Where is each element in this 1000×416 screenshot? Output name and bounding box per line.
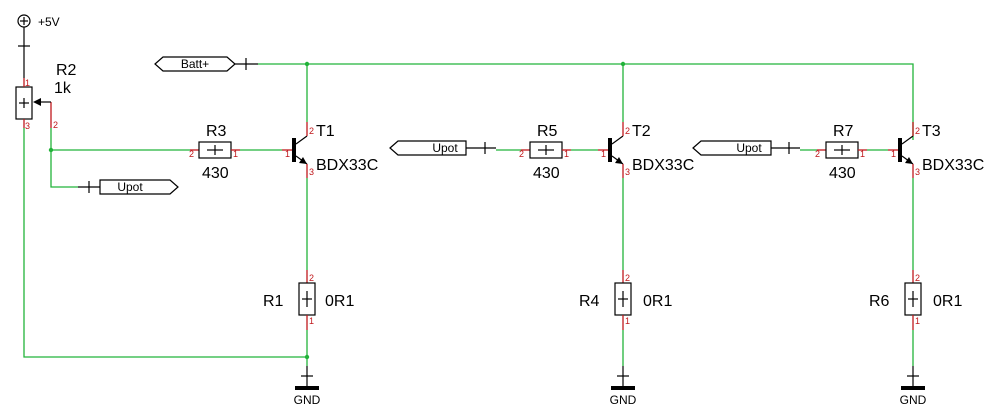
T3-value: BDX33C xyxy=(922,157,984,174)
T3-transistor-symbol[interactable] xyxy=(888,122,914,178)
r2-pin3-return-wire[interactable] xyxy=(23,128,307,358)
T1-value: BDX33C xyxy=(316,157,378,174)
R1-value: 0R1 xyxy=(325,293,354,310)
R2-reference: R2 xyxy=(56,62,77,79)
r2-wiper-wire[interactable] xyxy=(50,128,190,151)
R3-reference: R3 xyxy=(206,123,227,140)
upot-net-label-1[interactable] xyxy=(78,179,179,195)
R4-value: 0R1 xyxy=(643,293,672,310)
R1-reference: R1 xyxy=(263,293,284,310)
junction-dot xyxy=(48,147,54,153)
R4-resistor-symbol[interactable] xyxy=(614,270,632,330)
R4-pin1-number: 1 xyxy=(625,316,630,326)
R4-pin2-number: 2 xyxy=(625,273,630,283)
gnd-symbol-3[interactable] xyxy=(901,366,925,390)
R1-resistor-symbol[interactable] xyxy=(298,270,316,330)
R6-resistor-symbol[interactable] xyxy=(904,270,922,330)
R7-resistor-symbol[interactable] xyxy=(817,141,867,159)
gnd-label-2: GND xyxy=(610,393,637,407)
R2-pin3-number: 3 xyxy=(25,121,30,131)
R6-pin1-number: 1 xyxy=(915,316,920,326)
R5-pin1-number: 1 xyxy=(564,149,569,159)
R7-pin1-number: 1 xyxy=(860,149,865,159)
T2-value: BDX33C xyxy=(632,157,694,174)
T2-reference: T2 xyxy=(632,123,651,140)
T2-pin3-number: 3 xyxy=(625,167,630,177)
T3-pin1-number: 1 xyxy=(891,149,896,159)
R2-pin1-number: 1 xyxy=(25,78,30,88)
R4-reference: R4 xyxy=(579,293,600,310)
R6-value: 0R1 xyxy=(933,293,962,310)
T2-pin1-number: 1 xyxy=(601,149,606,159)
T2-pin2-number: 2 xyxy=(625,126,630,136)
upot-net-text-2: Upot xyxy=(432,141,458,155)
T1-transistor-symbol[interactable] xyxy=(282,122,308,178)
T1-pin2-number: 2 xyxy=(309,126,314,136)
emitter-arrow-icon xyxy=(299,157,307,164)
emitter-arrow-icon xyxy=(615,157,623,164)
wiper-arrow-icon xyxy=(33,98,41,106)
T3-pin3-number: 3 xyxy=(915,167,920,177)
R3-value: 430 xyxy=(202,165,229,182)
T2-transistor-symbol[interactable] xyxy=(598,122,624,178)
upot-feed-wire[interactable] xyxy=(50,150,78,188)
R5-resistor-symbol[interactable] xyxy=(521,141,571,159)
R3-resistor-symbol[interactable] xyxy=(190,141,240,159)
T3-pin2-number: 2 xyxy=(915,126,920,136)
T3-reference: T3 xyxy=(922,123,941,140)
batt-net-text: Batt+ xyxy=(181,57,209,71)
batt-rail-wire[interactable] xyxy=(258,63,914,140)
R3-pin1-number: 1 xyxy=(233,149,238,159)
R5-value: 430 xyxy=(533,165,560,182)
supply-5v-symbol[interactable] xyxy=(17,14,31,78)
R6-pin2-number: 2 xyxy=(915,273,920,283)
R5-reference: R5 xyxy=(537,123,558,140)
gnd-symbol-2[interactable] xyxy=(611,366,635,390)
upot-net-label-3[interactable] xyxy=(692,140,800,156)
gnd-label-1: GND xyxy=(294,393,321,407)
upot-net-text-1: Upot xyxy=(117,180,143,194)
T1-pin1-number: 1 xyxy=(285,149,290,159)
R2-potentiometer-symbol[interactable] xyxy=(15,78,52,128)
gnd-label-3: GND xyxy=(900,393,927,407)
R6-reference: R6 xyxy=(869,293,890,310)
R3-pin2-number: 2 xyxy=(189,149,194,159)
R5-pin2-number: 2 xyxy=(519,149,524,159)
supply-5v-label: +5V xyxy=(38,15,60,29)
T1-pin3-number: 3 xyxy=(309,167,314,177)
R2-value: 1k xyxy=(54,80,72,97)
R7-pin2-number: 2 xyxy=(815,149,820,159)
batt-net-label[interactable] xyxy=(154,56,258,72)
R7-reference: R7 xyxy=(833,123,854,140)
upot-net-text-3: Upot xyxy=(736,141,762,155)
gnd-symbol-1[interactable] xyxy=(295,366,319,390)
R1-pin1-number: 1 xyxy=(309,316,314,326)
upot-net-label-2[interactable] xyxy=(389,140,496,156)
emitter-arrow-icon xyxy=(905,157,913,164)
R2-pin2-number: 2 xyxy=(53,120,58,130)
T1-reference: T1 xyxy=(316,123,335,140)
R7-value: 430 xyxy=(829,165,856,182)
R1-pin2-number: 2 xyxy=(309,273,314,283)
